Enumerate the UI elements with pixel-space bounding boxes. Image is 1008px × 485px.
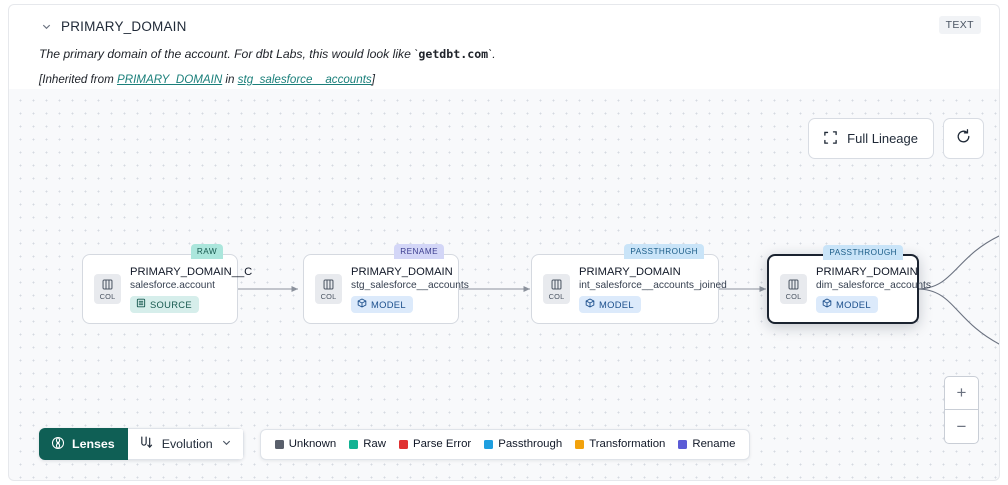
inherited-prefix: [Inherited from bbox=[39, 73, 117, 86]
lens-icon bbox=[51, 436, 65, 453]
column-icon-label: COL bbox=[785, 291, 802, 301]
legend-swatch bbox=[575, 439, 585, 449]
lenses-button[interactable]: Lenses bbox=[39, 428, 128, 460]
description-code: getdbt.com bbox=[418, 47, 489, 61]
node-column-name: PRIMARY_DOMAIN__C bbox=[130, 265, 253, 278]
legend-item[interactable]: Transformation bbox=[575, 438, 665, 450]
legend-label: Transformation bbox=[589, 438, 666, 450]
inherited-column-link[interactable]: PRIMARY_DOMAIN bbox=[116, 73, 223, 86]
legend-swatch bbox=[274, 439, 284, 449]
refresh-button[interactable] bbox=[943, 118, 984, 159]
legend-swatch bbox=[484, 439, 494, 449]
database-icon bbox=[136, 298, 146, 310]
header-title-row: PRIMARY_DOMAIN bbox=[9, 13, 999, 39]
legend-item[interactable]: Unknown bbox=[274, 438, 337, 450]
type-badge: TEXT bbox=[938, 16, 981, 34]
evolution-icon bbox=[139, 435, 154, 453]
description-text-pre: The primary domain of the account. For d… bbox=[39, 47, 419, 61]
legend-swatch bbox=[678, 439, 688, 449]
lenses-evolution-group: Lenses Evolution bbox=[39, 428, 244, 460]
node-kind-label: SOURCE bbox=[150, 298, 192, 310]
node-table-name: salesforce.account bbox=[130, 279, 215, 291]
inherited-from-note: [Inherited from PRIMARY_DOMAIN in stg_sa… bbox=[39, 73, 375, 86]
evolution-dropdown[interactable]: Evolution bbox=[127, 428, 244, 460]
legend-label: Parse Error bbox=[412, 438, 472, 450]
refresh-icon bbox=[955, 128, 972, 150]
node-column-name: PRIMARY_DOMAIN bbox=[351, 265, 453, 278]
node-kind-pill: SOURCE bbox=[130, 295, 199, 313]
node-table-name: int_salesforce__accounts_joined bbox=[579, 279, 727, 291]
node-kind-pill: MODEL bbox=[351, 295, 413, 313]
legend-label: Unknown bbox=[288, 438, 337, 450]
legend-swatch bbox=[349, 439, 359, 449]
node-type-tag: PASSTHROUGH bbox=[624, 244, 704, 259]
evolution-label: Evolution bbox=[161, 437, 213, 451]
node-type-tag: RAW bbox=[190, 244, 223, 259]
node-column-name: PRIMARY_DOMAIN bbox=[579, 265, 681, 278]
color-legend: Unknown Raw Parse Error Passthrough Transfor… bbox=[259, 428, 751, 460]
zoom-out-button[interactable]: − bbox=[956, 416, 967, 436]
column-header-panel: PRIMARY_DOMAIN TEXT The primary domain o… bbox=[8, 4, 1000, 89]
node-table-name: stg_salesforce__accounts bbox=[351, 279, 469, 291]
canvas-top-controls: Full Lineage bbox=[808, 118, 984, 159]
chevron-down-icon bbox=[221, 437, 232, 451]
node-kind-pill: MODEL bbox=[816, 295, 878, 313]
full-lineage-label: Full Lineage bbox=[847, 131, 918, 146]
legend-item[interactable]: Rename bbox=[678, 438, 735, 450]
description-text-post: `. bbox=[488, 47, 496, 61]
expand-icon bbox=[823, 130, 838, 148]
column-description: The primary domain of the account. For d… bbox=[39, 47, 496, 61]
legend-label: Passthrough bbox=[498, 438, 563, 450]
node-type-tag: RENAME bbox=[394, 244, 444, 259]
column-icon: COL bbox=[315, 274, 342, 304]
column-icon-label: COL bbox=[99, 291, 116, 301]
inherited-suffix: ] bbox=[371, 73, 375, 86]
node-kind-label: MODEL bbox=[836, 298, 871, 310]
cube-icon bbox=[585, 298, 595, 310]
node-type-tag: PASSTHROUGH bbox=[823, 245, 903, 260]
inherited-model-link[interactable]: stg_salesforce__accounts bbox=[237, 73, 372, 86]
column-icon: COL bbox=[543, 274, 570, 304]
zoom-controls: + − bbox=[944, 376, 979, 444]
legend-item[interactable]: Raw bbox=[349, 438, 386, 450]
node-column-name: PRIMARY_DOMAIN bbox=[816, 265, 918, 278]
inherited-middle: in bbox=[222, 73, 238, 86]
node-kind-label: MODEL bbox=[371, 298, 406, 310]
node-kind-pill: MODEL bbox=[579, 295, 641, 313]
legend-label: Raw bbox=[363, 438, 386, 450]
lenses-label: Lenses bbox=[72, 437, 115, 451]
cube-icon bbox=[357, 298, 367, 310]
column-icon-label: COL bbox=[320, 291, 337, 301]
edge-4-out-a bbox=[916, 235, 999, 290]
edge-4-out-b bbox=[916, 288, 999, 345]
chevron-down-icon[interactable] bbox=[35, 21, 57, 32]
full-lineage-button[interactable]: Full Lineage bbox=[808, 118, 934, 159]
zoom-in-button[interactable]: + bbox=[945, 377, 978, 410]
column-icon: COL bbox=[780, 274, 807, 304]
cube-icon bbox=[822, 298, 832, 310]
node-kind-label: MODEL bbox=[599, 298, 634, 310]
page-title: PRIMARY_DOMAIN bbox=[61, 18, 187, 34]
canvas-bottom-toolbar: Lenses Evolution bbox=[39, 428, 751, 460]
legend-item[interactable]: Passthrough bbox=[484, 438, 562, 450]
legend-swatch bbox=[398, 439, 408, 449]
column-icon: COL bbox=[94, 274, 121, 304]
lineage-canvas[interactable]: Full Lineage + − RAW COL PRIMARY_DOMAIN__… bbox=[8, 89, 1000, 481]
legend-label: Rename bbox=[692, 438, 736, 450]
node-table-name: dim_salesforce_accounts bbox=[816, 279, 931, 291]
lineage-edges bbox=[237, 235, 999, 345]
column-icon-label: COL bbox=[548, 291, 565, 301]
legend-item[interactable]: Parse Error bbox=[398, 438, 472, 450]
